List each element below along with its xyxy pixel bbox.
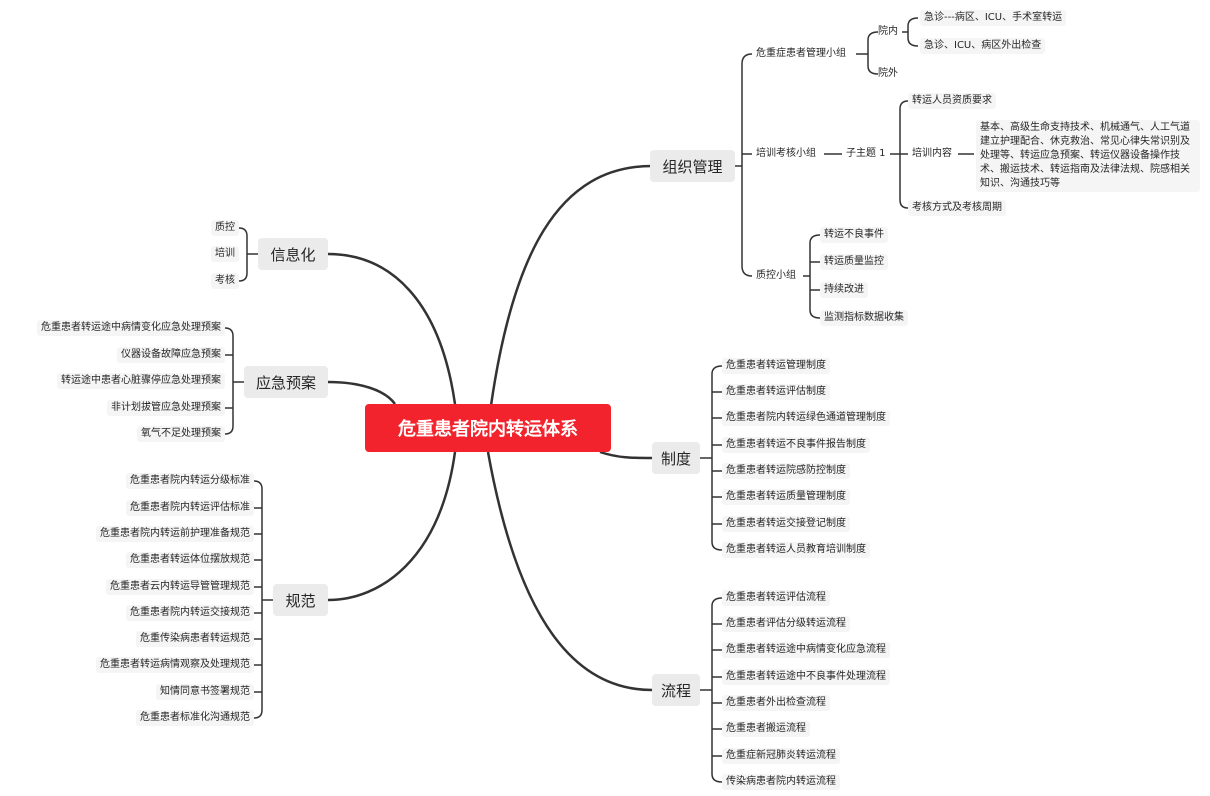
leaf-standard-item[interactable]: 危重患者标准化沟通规范 (136, 710, 254, 726)
topic-in-hospital[interactable]: 院内 (878, 26, 898, 37)
root-topic[interactable]: 危重患者院内转运体系 (365, 404, 611, 452)
link-root-zhidu (599, 450, 653, 460)
topic-quality-control-group[interactable]: 质控小组 (756, 270, 796, 281)
leaf-emergency-item[interactable]: 转运途中患者心脏骤停应急处理预案 (57, 373, 225, 389)
leaf-standard-item[interactable]: 危重患者转运体位摆放规范 (126, 552, 254, 568)
link-root-liucheng (486, 451, 653, 692)
leaf-system-item[interactable]: 危重患者转运不良事件报告制度 (722, 437, 870, 453)
leaf-standard-item[interactable]: 危重患者院内转运分级标准 (126, 473, 254, 489)
leaf-process-item[interactable]: 传染病患者院内转运流程 (722, 774, 840, 790)
leaf-process-item[interactable]: 危重症新冠肺炎转运流程 (722, 748, 840, 764)
leaf-assessment[interactable]: 考核 (211, 273, 239, 289)
link-root-yingji (327, 380, 397, 405)
leaf-standard-item[interactable]: 知情同意书签署规范 (156, 684, 254, 700)
topic-training-content[interactable]: 培训内容 (912, 148, 952, 159)
leaf-process-item[interactable]: 危重患者搬运流程 (722, 721, 810, 737)
leaf-standard-item[interactable]: 危重患者转运病情观察及处理规范 (96, 657, 254, 673)
leaf-training-content-detail[interactable]: 基本、高级生命支持技术、机械通气、人工气道建立护理配合、休克救治、常见心律失常识… (976, 120, 1200, 192)
leaf-process-item[interactable]: 危重患者外出检查流程 (722, 695, 830, 711)
topic-standards[interactable]: 规范 (273, 584, 328, 616)
topic-critical-care-group[interactable]: 危重症患者管理小组 (756, 48, 846, 59)
leaf-emergency-transfer[interactable]: 急诊---病区、ICU、手术室转运 (920, 10, 1067, 26)
leaf-standard-item[interactable]: 危重患者院内转运前护理准备规范 (96, 526, 254, 542)
leaf-emergency-item[interactable]: 危重患者转运途中病情变化应急处理预案 (37, 320, 225, 336)
leaf-adverse-events[interactable]: 转运不良事件 (820, 227, 888, 243)
link-root-guifan (327, 451, 457, 602)
topic-training-group[interactable]: 培训考核小组 (756, 148, 816, 159)
leaf-emergency-item[interactable]: 非计划拔管应急处理预案 (107, 400, 225, 416)
main-branch-links (327, 164, 653, 692)
leaf-process-item[interactable]: 危重患者转运途中病情变化应急流程 (722, 642, 890, 658)
link-root-xinxihua (327, 252, 457, 405)
leaf-training[interactable]: 培训 (211, 246, 239, 262)
leaf-quality-control[interactable]: 质控 (211, 220, 239, 236)
leaf-standard-item[interactable]: 危重传染病患者转运规范 (136, 631, 254, 647)
leaf-standard-item[interactable]: 危重患者院内转运交接规范 (126, 605, 254, 621)
leaf-system-item[interactable]: 危重患者院内转运绿色通道管理制度 (722, 410, 890, 426)
sub-branch-links (224, 17, 974, 783)
leaf-staff-qualification[interactable]: 转运人员资质要求 (908, 93, 996, 109)
topic-system[interactable]: 制度 (652, 442, 700, 474)
leaf-system-item[interactable]: 危重患者转运质量管理制度 (722, 489, 850, 505)
topic-subtopic-1[interactable]: 子主题 1 (846, 148, 886, 159)
topic-out-of-hospital[interactable]: 院外 (878, 68, 898, 79)
topic-informatization[interactable]: 信息化 (258, 238, 328, 270)
topic-emergency-plan[interactable]: 应急预案 (244, 366, 328, 398)
leaf-outside-examination[interactable]: 急诊、ICU、病区外出检查 (920, 38, 1046, 54)
topic-process[interactable]: 流程 (652, 674, 700, 706)
leaf-quality-monitoring[interactable]: 转运质量监控 (820, 254, 888, 270)
leaf-system-item[interactable]: 危重患者转运管理制度 (722, 358, 830, 374)
leaf-system-item[interactable]: 危重患者转运交接登记制度 (722, 516, 850, 532)
leaf-process-item[interactable]: 危重患者评估分级转运流程 (722, 616, 850, 632)
leaf-system-item[interactable]: 危重患者转运评估制度 (722, 384, 830, 400)
leaf-process-item[interactable]: 危重患者转运途中不良事件处理流程 (722, 669, 890, 685)
leaf-assessment-cycle[interactable]: 考核方式及考核周期 (908, 200, 1006, 216)
leaf-process-item[interactable]: 危重患者转运评估流程 (722, 590, 830, 606)
leaf-standard-item[interactable]: 危重患者院内转运评估标准 (126, 500, 254, 516)
leaf-indicator-data[interactable]: 监测指标数据收集 (820, 310, 908, 326)
leaf-continuous-improvement[interactable]: 持续改进 (820, 282, 868, 298)
topic-organization-management[interactable]: 组织管理 (650, 150, 735, 182)
link-root-zuzhi (486, 164, 653, 429)
leaf-system-item[interactable]: 危重患者转运院感防控制度 (722, 463, 850, 479)
leaf-standard-item[interactable]: 危重患者云内转运导管管理规范 (106, 579, 254, 595)
leaf-emergency-item[interactable]: 仪器设备故障应急预案 (117, 347, 225, 363)
leaf-system-item[interactable]: 危重患者转运人员教育培训制度 (722, 542, 870, 558)
leaf-emergency-item[interactable]: 氧气不足处理预案 (137, 426, 225, 442)
